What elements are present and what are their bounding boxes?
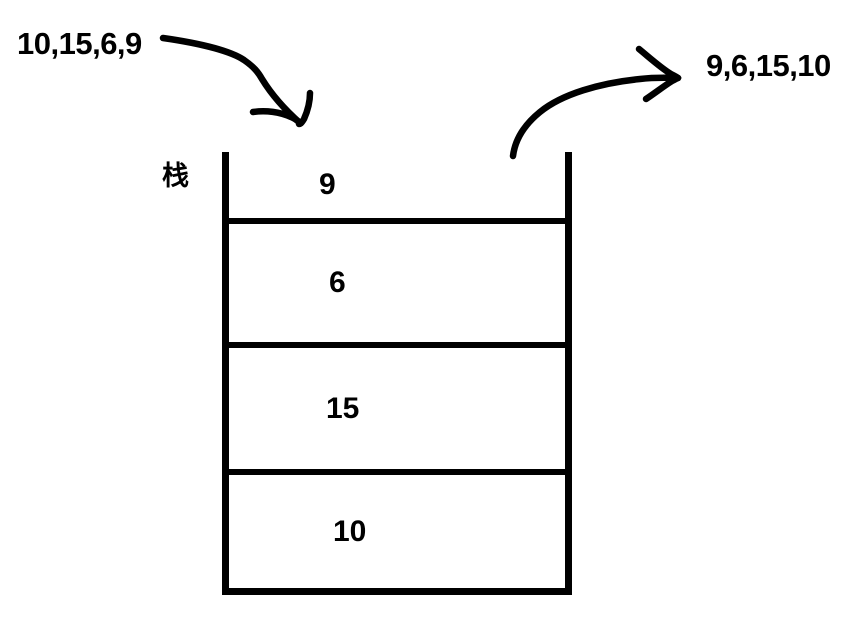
stack-cell: 15 (229, 348, 565, 469)
stack-cell-value: 10 (333, 514, 367, 548)
stack-cell-divider (222, 218, 572, 224)
stack-cell-value: 9 (319, 168, 336, 201)
stack-right-wall (565, 152, 572, 594)
stack-structure: 9 6 15 10 (222, 152, 572, 595)
stack-cell: 10 (229, 475, 565, 588)
stack-cell-divider (222, 342, 572, 348)
stack-name-label: 栈 (162, 161, 189, 191)
stack-cell: 6 (229, 224, 565, 342)
output-sequence-label: 9,6,15,10 (706, 48, 831, 83)
stack-cell-divider (222, 469, 572, 475)
stack-cell: 9 (229, 152, 565, 218)
stack-cell-value: 6 (329, 266, 346, 299)
stack-left-wall (222, 152, 229, 594)
stack-bottom-edge (222, 588, 572, 595)
input-sequence-label: 10,15,6,9 (17, 26, 142, 61)
stack-cell-value: 15 (326, 391, 360, 425)
